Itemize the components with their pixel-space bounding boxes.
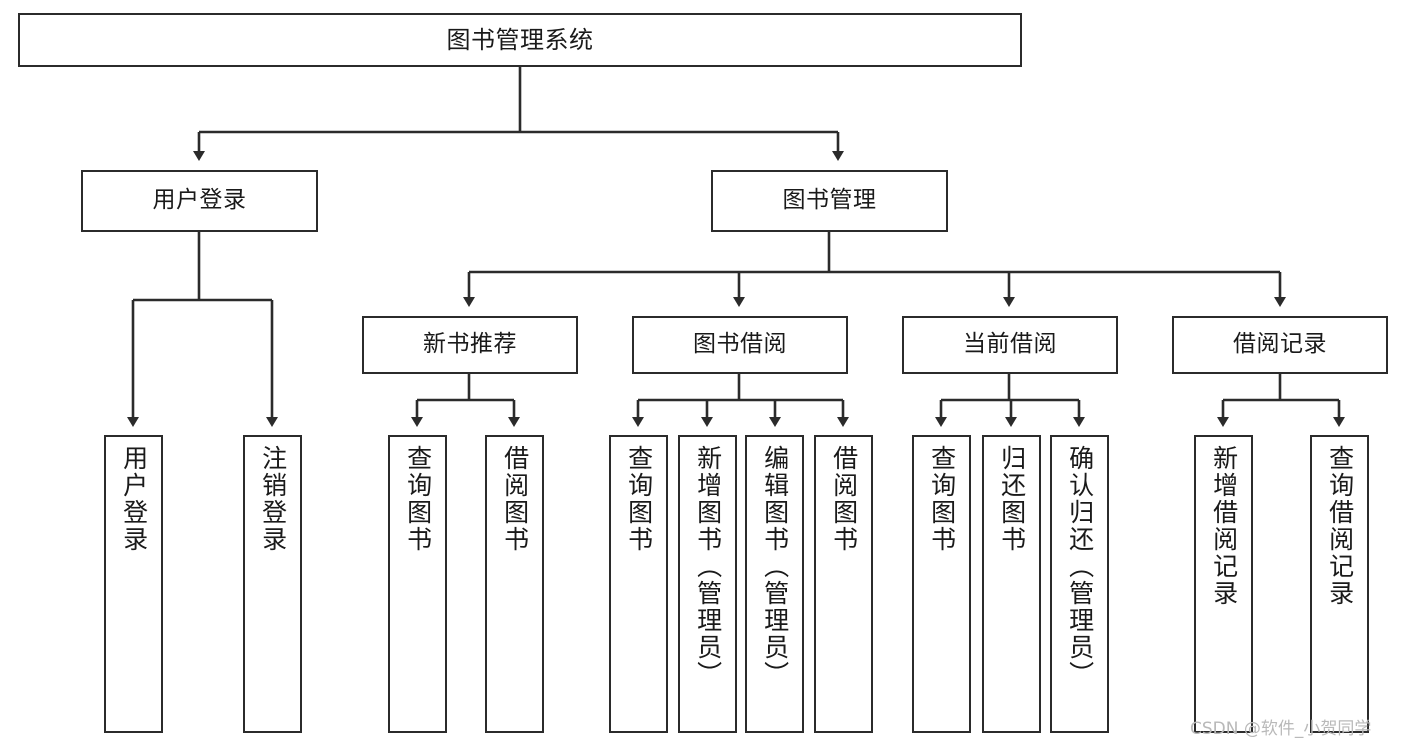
- node-new-book-recommend-label: 新书推荐: [423, 331, 517, 358]
- leaf-search-borrow-record[interactable]: 查询借阅记录: [1310, 435, 1369, 733]
- node-book-management[interactable]: 图书管理: [711, 170, 948, 232]
- node-current-borrow-label: 当前借阅: [963, 331, 1057, 358]
- leaf-search-borrow-record-label: 查询借阅记录: [1325, 445, 1355, 607]
- leaf-search-book-current-label: 查询图书: [927, 445, 957, 553]
- node-book-borrow-label: 图书借阅: [693, 331, 787, 358]
- leaf-edit-book-admin[interactable]: 编辑图书（管理员）: [745, 435, 804, 733]
- leaf-logout[interactable]: 注销登录: [243, 435, 302, 733]
- leaf-user-login[interactable]: 用户登录: [104, 435, 163, 733]
- node-borrow-record[interactable]: 借阅记录: [1172, 316, 1388, 374]
- node-root[interactable]: 图书管理系统: [18, 13, 1022, 67]
- node-root-label: 图书管理系统: [446, 25, 594, 54]
- leaf-search-book-current[interactable]: 查询图书: [912, 435, 971, 733]
- node-current-borrow[interactable]: 当前借阅: [902, 316, 1118, 374]
- leaf-return-book[interactable]: 归还图书: [982, 435, 1041, 733]
- node-book-management-label: 图书管理: [782, 187, 877, 214]
- leaf-add-borrow-record-label: 新增借阅记录: [1209, 445, 1239, 607]
- node-user-login-label: 用户登录: [152, 187, 247, 214]
- leaf-borrow-book-recommend[interactable]: 借阅图书: [485, 435, 544, 733]
- leaf-add-book-admin-label: 新增图书（管理员）: [693, 445, 723, 688]
- leaf-confirm-return-admin-label: 确认归还（管理员）: [1065, 445, 1095, 688]
- leaf-search-book-borrow[interactable]: 查询图书: [609, 435, 668, 733]
- leaf-borrow-book-label: 借阅图书: [829, 445, 859, 553]
- leaf-borrow-book[interactable]: 借阅图书: [814, 435, 873, 733]
- leaf-search-book-recommend-label: 查询图书: [403, 445, 433, 553]
- leaf-borrow-book-recommend-label: 借阅图书: [500, 445, 530, 553]
- node-user-login[interactable]: 用户登录: [81, 170, 318, 232]
- leaf-search-book-borrow-label: 查询图书: [624, 445, 654, 553]
- leaf-add-book-admin[interactable]: 新增图书（管理员）: [678, 435, 737, 733]
- watermark: CSDN @软件_小贺同学: [1190, 719, 1372, 739]
- leaf-confirm-return-admin[interactable]: 确认归还（管理员）: [1050, 435, 1109, 733]
- leaf-edit-book-admin-label: 编辑图书（管理员）: [760, 445, 790, 688]
- leaf-return-book-label: 归还图书: [997, 445, 1027, 553]
- node-borrow-record-label: 借阅记录: [1233, 331, 1327, 358]
- leaf-user-login-label: 用户登录: [119, 445, 149, 553]
- node-book-borrow[interactable]: 图书借阅: [632, 316, 848, 374]
- node-new-book-recommend[interactable]: 新书推荐: [362, 316, 578, 374]
- leaf-search-book-recommend[interactable]: 查询图书: [388, 435, 447, 733]
- leaf-logout-label: 注销登录: [258, 445, 288, 553]
- leaf-add-borrow-record[interactable]: 新增借阅记录: [1194, 435, 1253, 733]
